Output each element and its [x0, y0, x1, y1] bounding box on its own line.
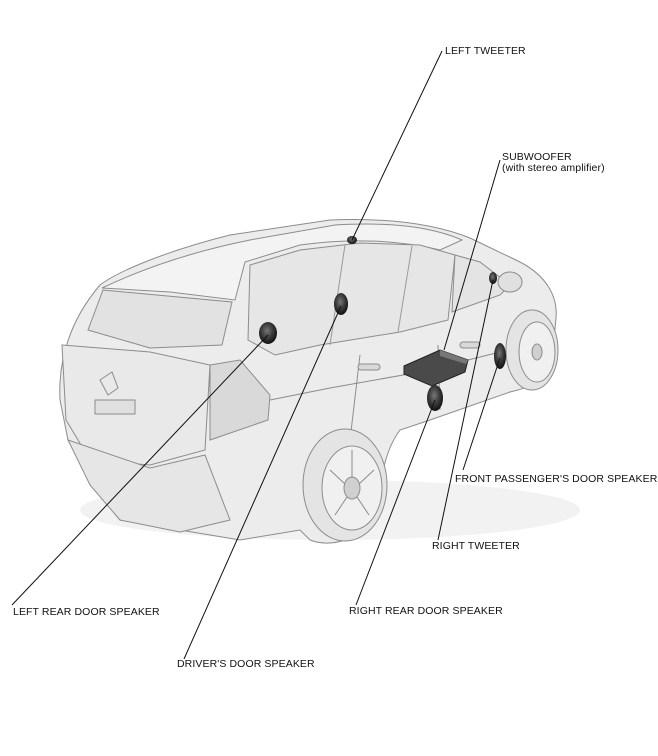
label-left-rear-door-speaker: LEFT REAR DOOR SPEAKER	[13, 606, 160, 618]
rear-window	[87, 289, 233, 349]
leader-right-tweeter	[437, 279, 494, 541]
label-drivers-door-speaker: DRIVER'S DOOR SPEAKER	[177, 658, 315, 670]
label-subwoofer: SUBWOOFER	[502, 151, 572, 163]
label-right-rear-door-speaker: RIGHT REAR DOOR SPEAKER	[349, 605, 503, 617]
leader-right-rear	[355, 399, 436, 606]
label-subwoofer-note: (with stereo amplifier)	[502, 162, 605, 174]
speakers	[259, 236, 506, 411]
left-rear-door-speaker-mark	[259, 322, 277, 344]
drivers-door-speaker-mark	[334, 293, 348, 315]
vehicle-illustration	[59, 219, 580, 544]
leader-lines	[11, 50, 501, 660]
leader-subwoofer	[443, 159, 501, 351]
side-windows	[247, 242, 456, 356]
leader-left-tweeter	[351, 50, 443, 241]
rear-bumper	[67, 439, 231, 533]
front-wheel	[505, 309, 559, 391]
front-passenger-door-speaker-mark	[494, 343, 506, 369]
right-rear-door-speaker-mark	[427, 385, 443, 411]
label-right-tweeter: RIGHT TWEETER	[432, 540, 520, 552]
right-tweeter-speaker	[489, 272, 497, 284]
subwoofer-unit	[403, 349, 469, 387]
leader-drivers-door	[183, 305, 342, 660]
label-left-tweeter: LEFT TWEETER	[445, 45, 526, 57]
label-front-passenger-door-speaker: FRONT PASSENGER'S DOOR SPEAKER	[455, 473, 658, 485]
rear-wheel	[302, 428, 388, 542]
leader-front-passenger	[462, 357, 501, 471]
vehicle-roof	[101, 223, 464, 301]
leader-left-rear	[11, 334, 269, 606]
